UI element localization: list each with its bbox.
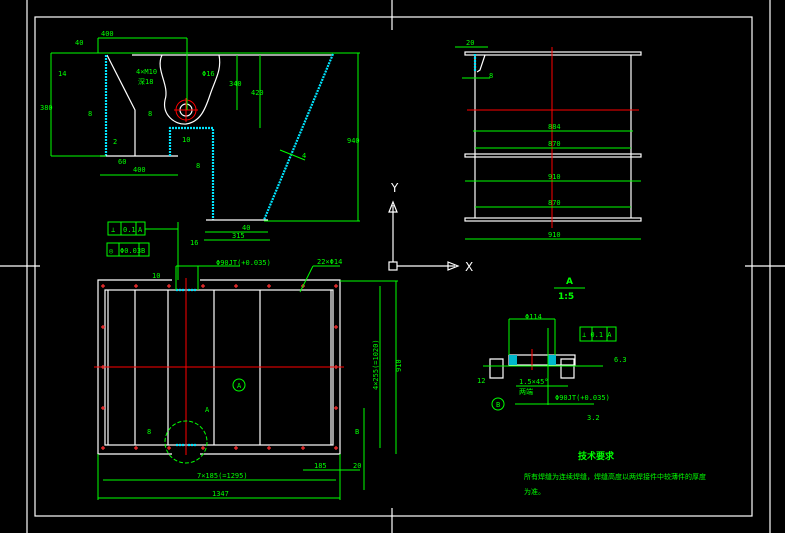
bolt-holes xyxy=(101,284,338,450)
dim-detail: B xyxy=(496,401,500,409)
dim-side: 20 xyxy=(466,39,474,47)
detail-title: A xyxy=(566,277,573,287)
dim-plan: 185 xyxy=(314,462,327,470)
dim-detail: 两端 xyxy=(519,387,533,396)
dim-front: 40 xyxy=(75,39,83,47)
detail-scale: 1:5 xyxy=(558,292,574,302)
dim-plan: 20 xyxy=(353,462,361,470)
dim-side: 884 xyxy=(548,123,561,131)
dim-front: 10 xyxy=(182,136,190,144)
bolt-hole-mark xyxy=(101,365,105,369)
dim-front: 4×M10 xyxy=(136,68,157,76)
technical-requirements-line: 所有焊缝为连续焊缝，焊缝高度以两焊接件中较薄件的厚度 xyxy=(524,472,706,481)
bolt-hole-mark xyxy=(201,284,205,288)
dim-front: 340 xyxy=(229,80,242,88)
drawing-frame xyxy=(34,16,753,517)
bolt-hole-mark xyxy=(234,446,238,450)
bolt-hole-mark xyxy=(334,284,338,288)
tolerance-frame-perpendicularity: ⊥ 0.1 A xyxy=(107,221,179,280)
tolerance-value: Φ0.03 xyxy=(120,247,141,255)
dim-front: 深18 xyxy=(138,77,153,86)
bolt-hole-mark xyxy=(134,284,138,288)
tolerance-value: 0.1 xyxy=(123,226,136,234)
dim-detail: 1.5×45° xyxy=(519,378,549,386)
y-axis-label: Y xyxy=(390,181,399,195)
dim-front: 40 xyxy=(242,224,250,232)
dim-front: Φ16 xyxy=(202,70,215,78)
tolerance-frame-concentricity: ◎ Φ0.03 B xyxy=(106,242,150,257)
tolerance-datum: A xyxy=(138,226,143,234)
bolt-hole-mark xyxy=(301,446,305,450)
dim-front: 14 xyxy=(58,70,66,78)
x-axis-label: X xyxy=(465,260,473,274)
dim-front: 60 xyxy=(118,158,126,166)
dim-front: 400 xyxy=(101,30,114,38)
dim-side: 910 xyxy=(548,173,561,181)
dim-detail: ⊥ 0.1 A xyxy=(582,331,612,339)
ucs-axis-icon xyxy=(388,200,460,271)
dim-plan: B xyxy=(355,428,359,436)
bolt-hole-mark xyxy=(234,284,238,288)
dim-detail: 3.2 xyxy=(587,414,600,422)
dim-side: 8 xyxy=(489,72,493,80)
dim-front: 2 xyxy=(113,138,117,146)
technical-requirements-line: 为准。 xyxy=(524,487,545,496)
dim-front: 315 xyxy=(232,232,245,240)
tolerance-symbol: ◎ xyxy=(109,247,114,255)
bolt-hole-mark xyxy=(167,446,171,450)
dim-front: 380 xyxy=(40,104,53,112)
dim-plan: A xyxy=(237,382,242,390)
dim-detail: 12 xyxy=(477,377,485,385)
dim-detail: Φ114 xyxy=(525,313,542,321)
plan-view[interactable]: Φ90JT(+0.035) 22×Φ14 10 1347 7×185(=1295… xyxy=(94,258,403,500)
detail-view-a[interactable]: A 1:5 Φ114 ⊥ 0.1 A 12 1.5×45° 两端 Φ90JT(+… xyxy=(477,277,627,422)
bolt-hole-mark xyxy=(201,446,205,450)
bolt-hole-mark xyxy=(334,446,338,450)
dim-front: 400 xyxy=(133,166,146,174)
dim-plan: 8 xyxy=(147,428,151,436)
dim-plan: A xyxy=(205,406,210,414)
bolt-hole-mark xyxy=(267,284,271,288)
bolt-hole-mark xyxy=(334,365,338,369)
bolt-hole-mark xyxy=(101,446,105,450)
dim-front: 8 xyxy=(196,162,200,170)
dim-front: 420 xyxy=(251,89,264,97)
dim-plan: 910 xyxy=(395,359,403,372)
dim-front: 16 xyxy=(190,239,198,247)
technical-requirements-title: 技术要求 xyxy=(578,450,615,462)
dim-front: 4 xyxy=(302,152,306,160)
bolt-hole-mark xyxy=(267,446,271,450)
dim-plan: 4×255(=1020) xyxy=(372,339,380,390)
dim-plan: 22×Φ14 xyxy=(317,258,342,266)
dim-plan: Φ90JT(+0.035) xyxy=(216,259,271,267)
bolt-hole-mark xyxy=(101,284,105,288)
dim-side: 870 xyxy=(548,199,561,207)
front-view[interactable]: 400 40 14 380 4×M10 深18 Φ16 340 420 940 … xyxy=(40,30,360,247)
bolt-hole-mark xyxy=(134,446,138,450)
bolt-hole-mark xyxy=(101,406,105,410)
dim-side: 870 xyxy=(548,140,561,148)
tolerance-symbol: ⊥ xyxy=(111,226,115,234)
dim-front: 940 xyxy=(347,137,360,145)
dim-front: 8 xyxy=(148,110,152,118)
dim-plan: 7×185(=1295) xyxy=(197,472,248,480)
dim-plan: 10 xyxy=(152,272,160,280)
dim-detail: 6.3 xyxy=(614,356,627,364)
dim-front: 8 xyxy=(88,110,92,118)
tolerance-datum: B xyxy=(141,247,145,255)
side-view[interactable]: 20 8 884 870 910 870 910 xyxy=(455,39,642,240)
bolt-hole-mark xyxy=(167,284,171,288)
dim-plan: 1347 xyxy=(212,490,229,498)
dim-side: 910 xyxy=(548,231,561,239)
dim-detail: Φ90JT(+0.035) xyxy=(555,394,610,402)
bolt-hole-mark xyxy=(334,325,338,329)
bolt-hole-mark xyxy=(334,406,338,410)
bolt-hole-mark xyxy=(101,325,105,329)
